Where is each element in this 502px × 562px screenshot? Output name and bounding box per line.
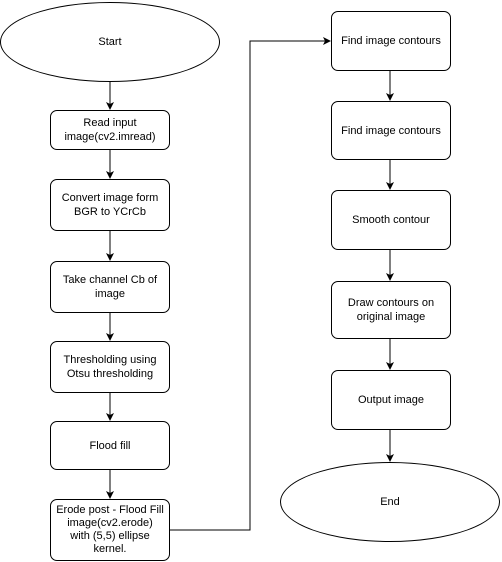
take-channel-step: Take channel Cb of image xyxy=(50,261,170,313)
draw-contours-label: Draw contours on original image xyxy=(347,297,435,323)
thresholding-label: Thresholding using Otsu thresholding xyxy=(63,354,157,380)
find-contours-step-2: Find image contours xyxy=(331,101,451,160)
find-contours-1-label: Find image contours xyxy=(341,35,441,47)
start-label: Start xyxy=(98,36,122,48)
output-image-step: Output image xyxy=(331,370,451,430)
convert-step: Convert image form BGR to YCrCb xyxy=(50,179,170,231)
read-input-step: Read input image(cv2.imread) xyxy=(50,110,170,150)
end-label: End xyxy=(380,496,400,508)
arrow-erode-to-find xyxy=(170,37,331,531)
read-input-label: Read input image(cv2.imread) xyxy=(64,117,156,143)
find-contours-2-label: Find image contours xyxy=(341,124,441,137)
smooth-contour-step: Smooth contour xyxy=(331,190,451,250)
find-contours-step-1: Find image contours xyxy=(331,11,451,71)
end-node: End xyxy=(280,462,500,542)
thresholding-step: Thresholding using Otsu thresholding xyxy=(50,341,170,393)
erode-step: Erode post - Flood Fill image(cv2.erode)… xyxy=(50,499,170,561)
convert-label: Convert image form BGR to YCrCb xyxy=(61,192,159,218)
start-node: Start xyxy=(0,2,220,82)
flood-fill-label: Flood fill xyxy=(89,439,131,452)
erode-label: Erode post - Flood Fill image(cv2.erode)… xyxy=(56,504,164,555)
flood-fill-step: Flood fill xyxy=(50,421,170,470)
draw-contours-step: Draw contours on original image xyxy=(331,281,451,339)
output-image-label: Output image xyxy=(357,394,425,406)
take-channel-label: Take channel Cb of image xyxy=(62,274,158,300)
smooth-contour-label: Smooth contour xyxy=(352,214,430,226)
